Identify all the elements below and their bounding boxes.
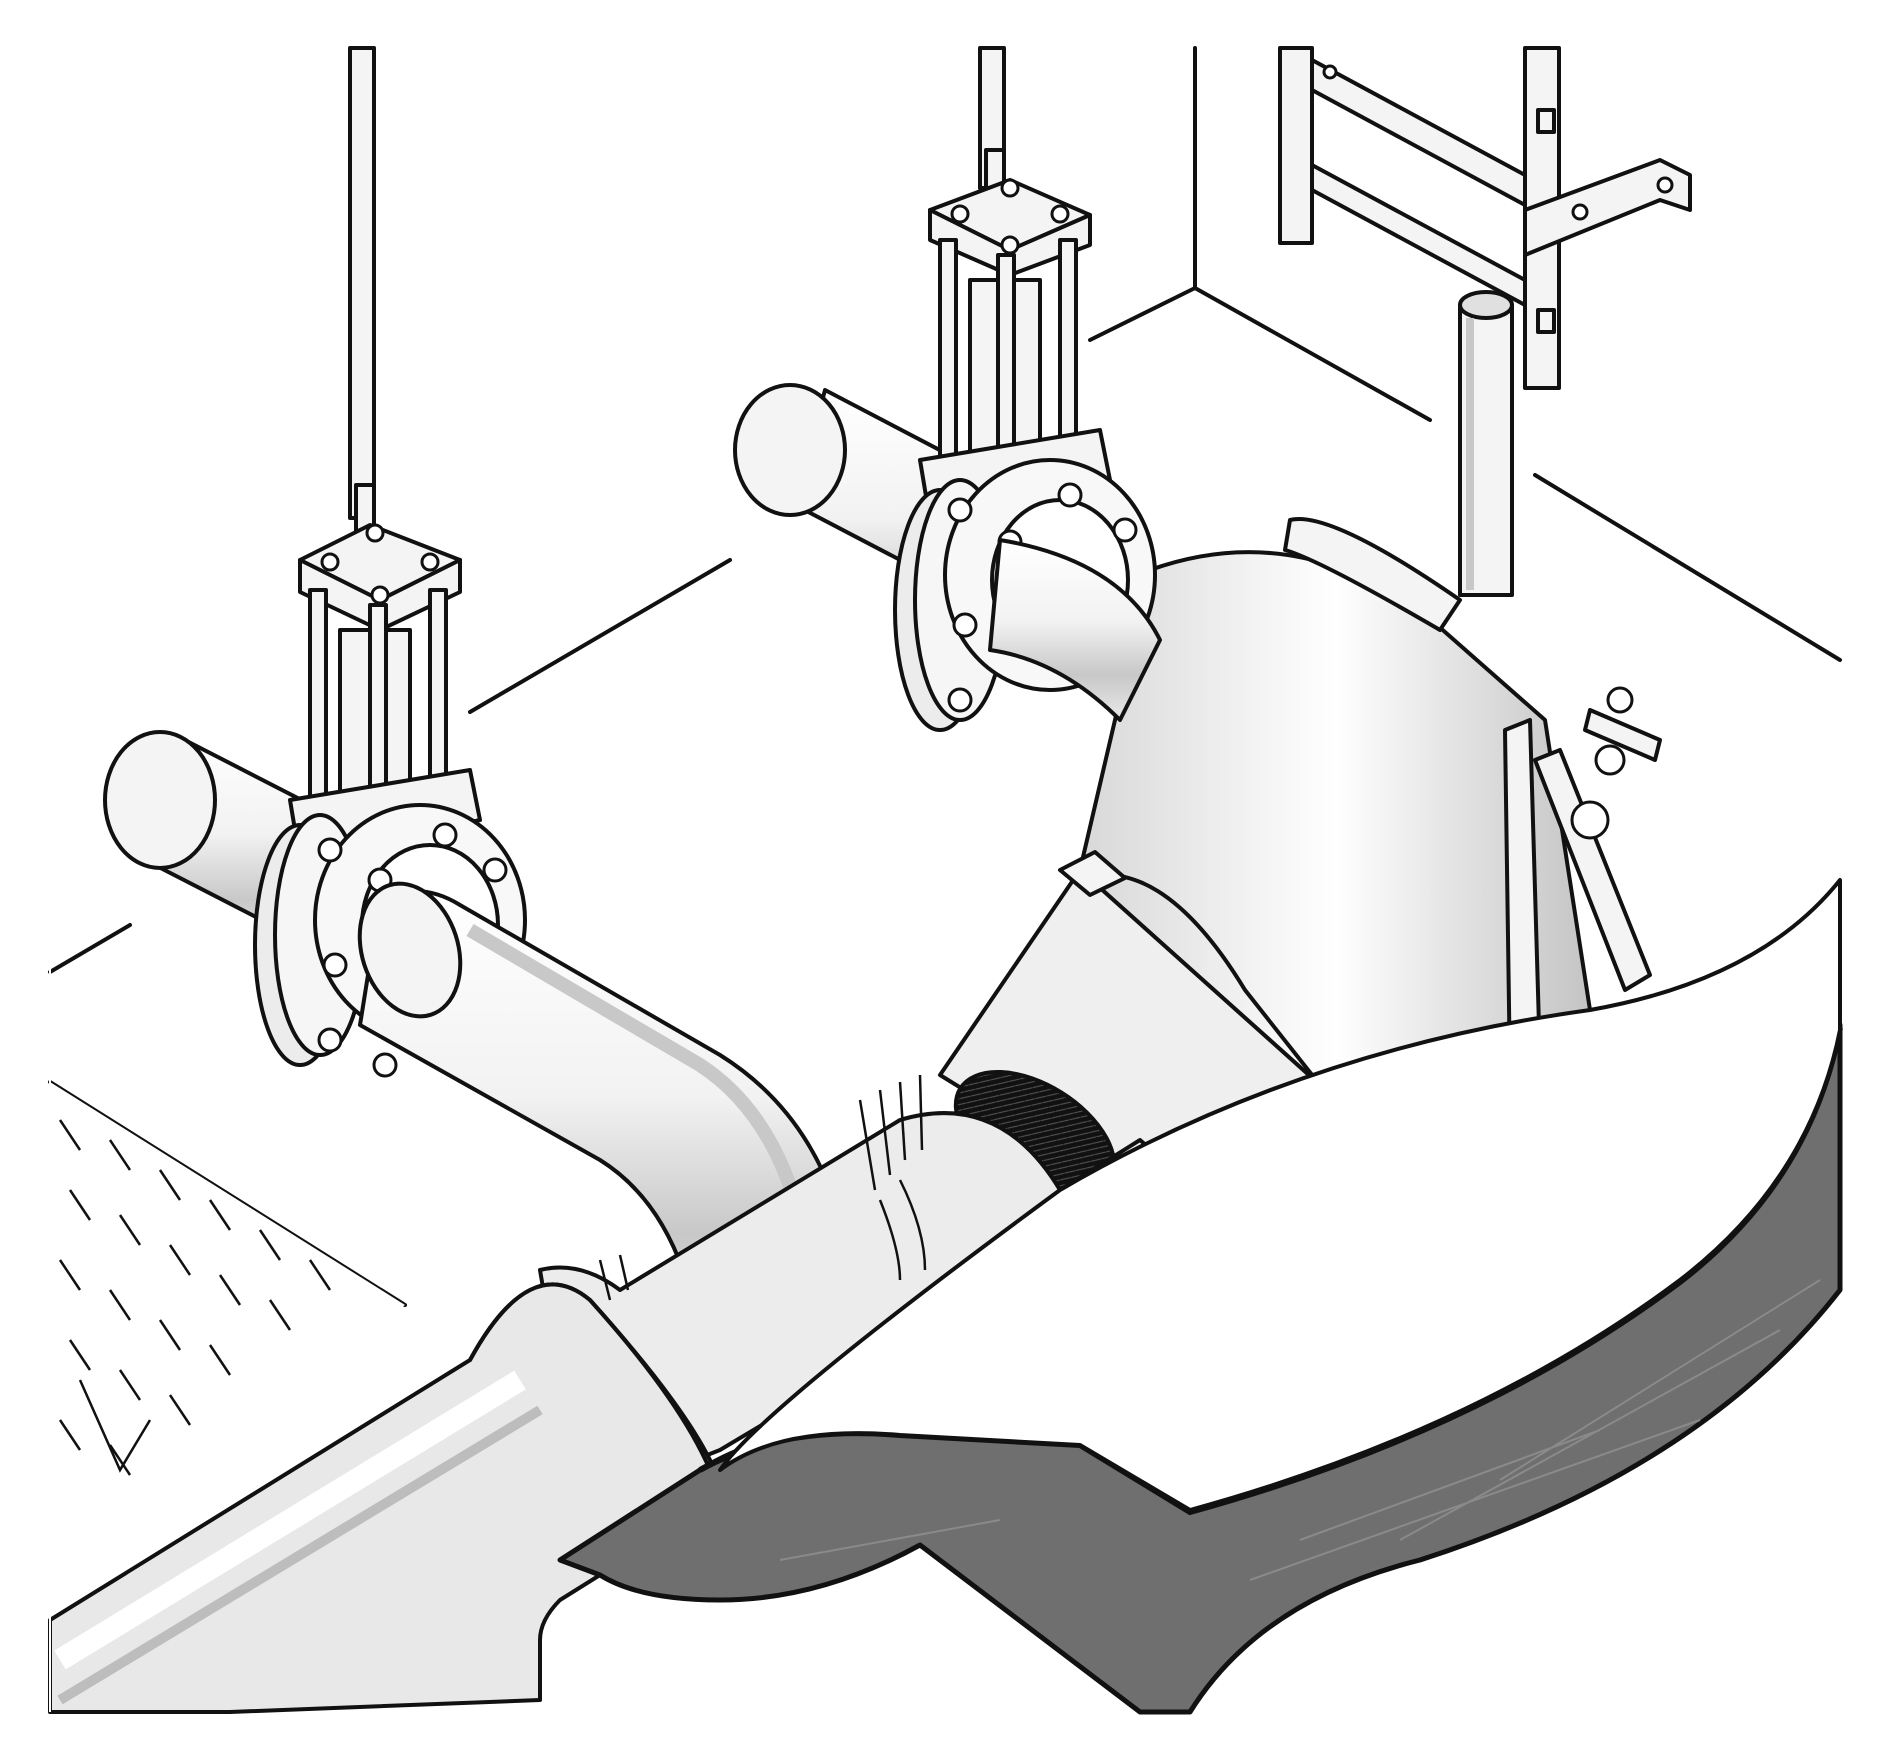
channel-floor-section — [557, 878, 1843, 1715]
valve-stem-left — [348, 46, 376, 547]
water-surface-hatching — [50, 1082, 405, 1520]
valve-stem-right — [978, 46, 1006, 202]
vent-pipe — [1458, 290, 1514, 597]
ladder — [1278, 46, 1692, 390]
pipe-spool-right — [988, 538, 1162, 722]
